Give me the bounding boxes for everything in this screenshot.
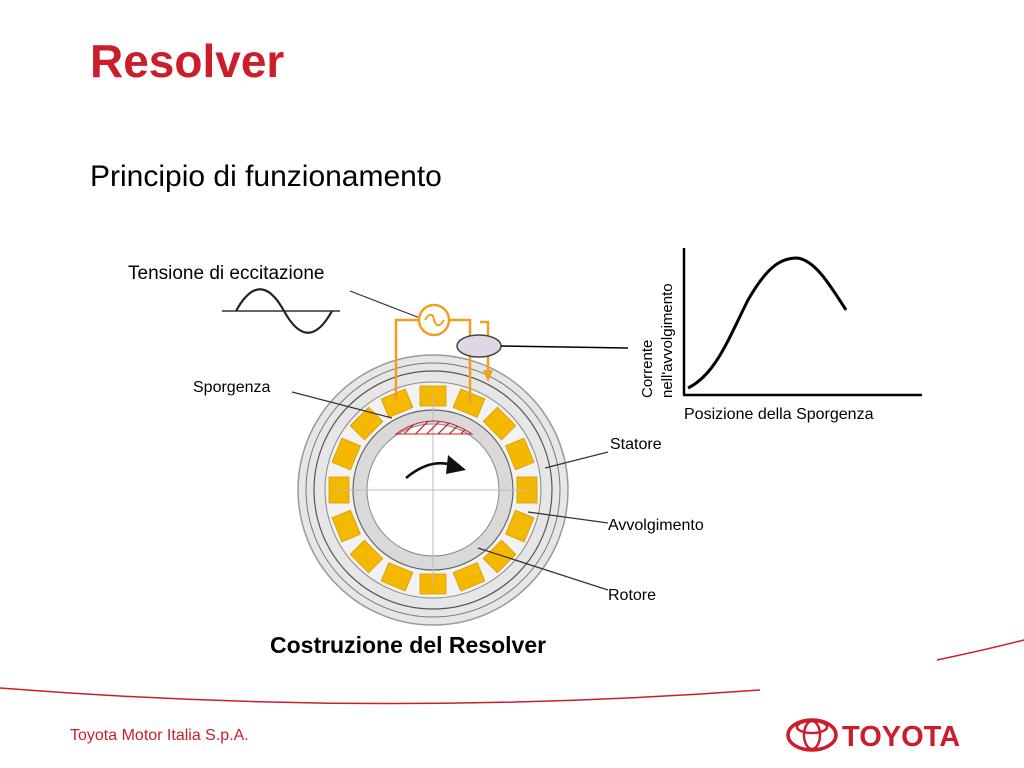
measurement-point [456,334,502,358]
protrusion-hatch [394,420,474,435]
winding-slot [482,406,517,441]
label-protrusion: Sporgenza [193,379,270,396]
excitation-wiring [394,303,493,405]
slide-title: Resolver [90,35,285,87]
winding-slot [331,437,361,471]
current-graph: Corrente nell'avvolgimento Posizione del… [639,248,922,423]
winding-slot [331,509,361,543]
label-winding: Avvolgimento [608,517,704,534]
graph-y-label-line1: Corrente [639,340,656,398]
winding-slot [505,437,535,471]
winding-slot [380,562,414,592]
winding-slot [452,562,486,592]
rotor [333,395,533,585]
footer-swoosh-left [0,687,761,705]
winding-slot [380,388,414,418]
slide-subtitle: Principio di funzionamento [90,160,442,193]
winding-slot [505,509,535,543]
footer-swoosh-right [936,639,1024,661]
label-rotor: Rotore [608,587,656,604]
footer-company: Toyota Motor Italia S.p.A. [70,727,249,744]
toyota-wordmark: TOYOTA [842,721,960,753]
graph-y-label-line2: nell'avvolgimento [659,283,676,398]
label-stator: Statore [610,436,662,453]
label-excitation-voltage: Tensione di eccitazione [128,263,324,284]
winding-slot [482,539,517,574]
diagram-caption: Costruzione del Resolver [270,632,546,658]
toyota-emblem-icon [786,718,838,752]
winding-slots [328,385,538,595]
winding-slot [349,539,384,574]
graph-x-label: Posizione della Sporgenza [684,406,874,423]
sine-wave-icon [222,288,340,334]
toyota-logo: TOYOTA [786,718,960,753]
